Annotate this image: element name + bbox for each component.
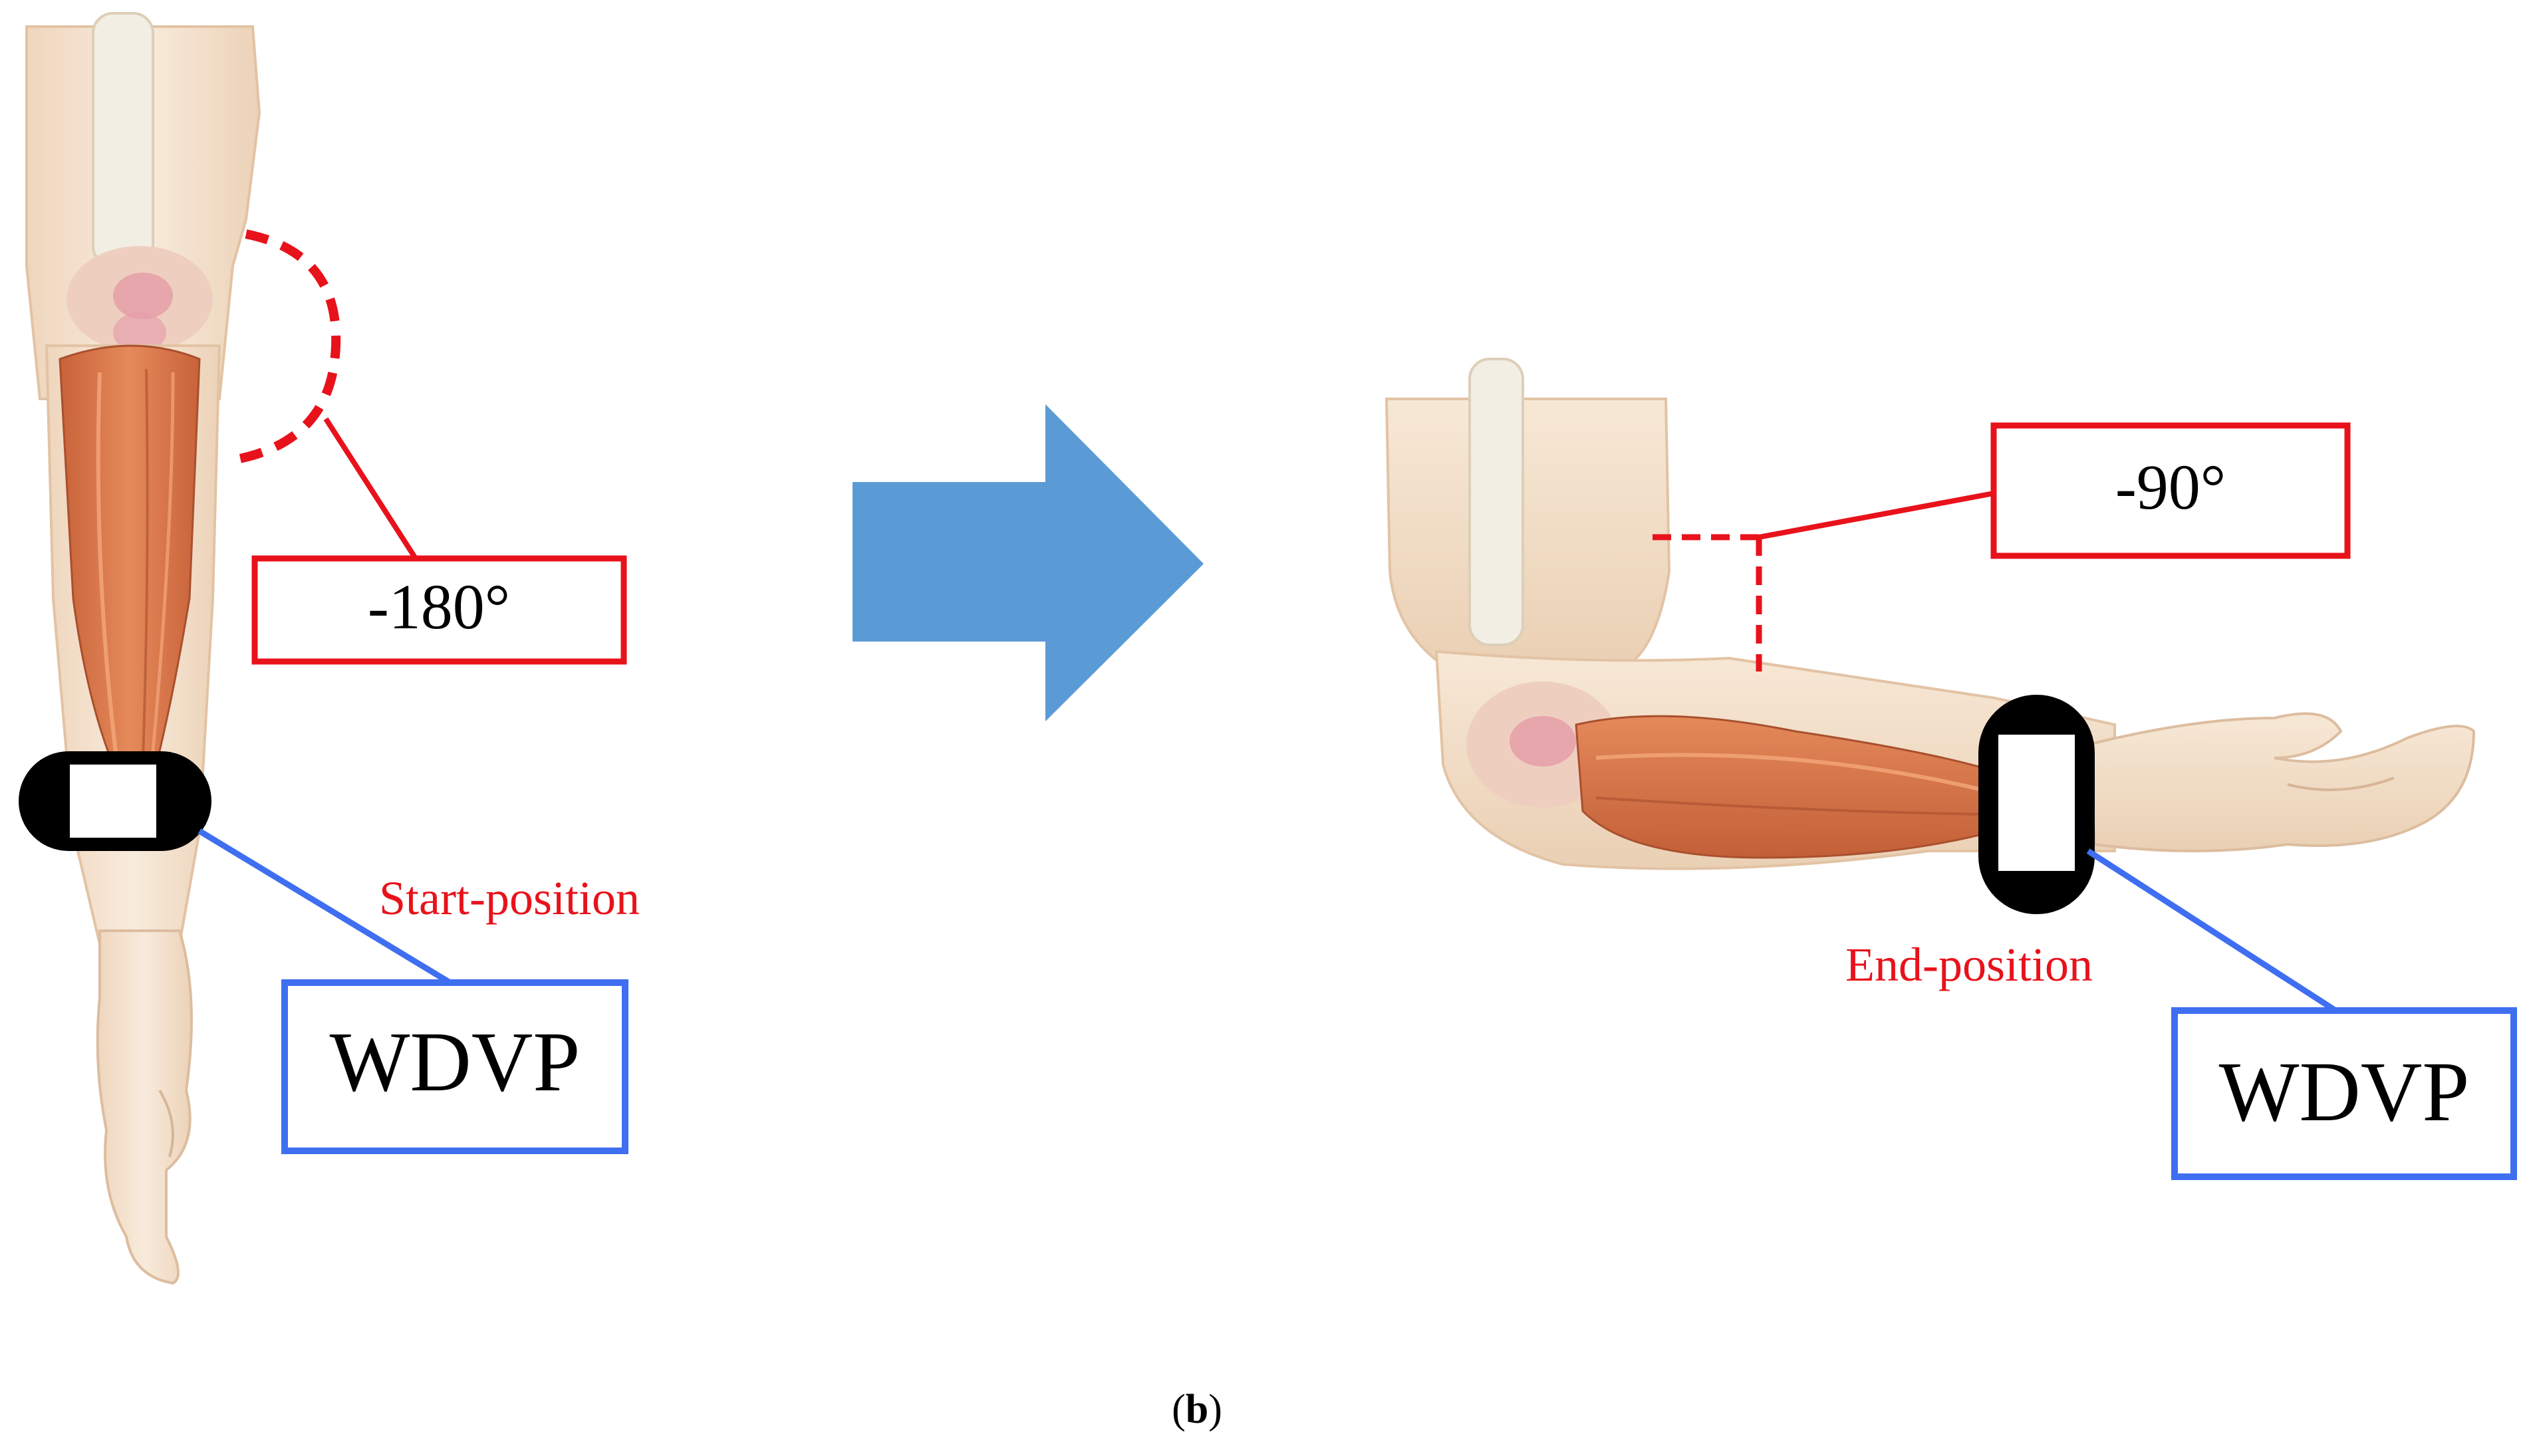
device-screen: [70, 765, 156, 838]
device-label-left: WDVP: [330, 1015, 581, 1109]
hand-flexed: [2086, 712, 2476, 852]
device-callout-line-left: [198, 828, 454, 987]
end-angle-indicator: -90°: [1653, 422, 2351, 671]
device-callout-line-right: [2086, 848, 2343, 1017]
device-box-left: [281, 979, 628, 1154]
upper-arm-flexed: [1385, 398, 1671, 673]
wearable-device-right: End-position WDVP: [1845, 695, 2517, 1180]
start-angle-indicator: -180°: [238, 229, 627, 665]
caption-close: ): [1208, 1387, 1222, 1432]
extended-arm-illustration: [25, 12, 261, 1285]
humerus-bone: [92, 12, 154, 267]
device-box-right: [2171, 1007, 2517, 1180]
figure-caption: (b): [1144, 1386, 1250, 1433]
angle-label-end: -90°: [2115, 451, 2226, 523]
caption-open: (: [1172, 1387, 1186, 1432]
start-position-label: Start-position: [379, 872, 640, 925]
humerus-bone-flexed: [1468, 358, 1524, 646]
hand: [96, 929, 193, 1285]
angle-callout-line: [323, 417, 418, 560]
angle-box-start: [251, 555, 627, 665]
forearm-muscle: [59, 344, 201, 766]
flexed-arm-illustration: [1385, 358, 2476, 870]
wearable-device-left: Start-position WDVP: [19, 751, 640, 1154]
angle-box-end: [1990, 422, 2351, 559]
device-label-right: WDVP: [2219, 1044, 2470, 1139]
angle-arc-dashed: [238, 229, 341, 463]
angle-callout-line-right: [1758, 491, 1994, 540]
right-arrow-icon: [853, 404, 1204, 721]
device-screen-right: [1998, 735, 2075, 871]
angle-label-start: -180°: [368, 571, 510, 642]
caption-letter: b: [1185, 1387, 1209, 1432]
end-position-label: End-position: [1845, 938, 2093, 991]
